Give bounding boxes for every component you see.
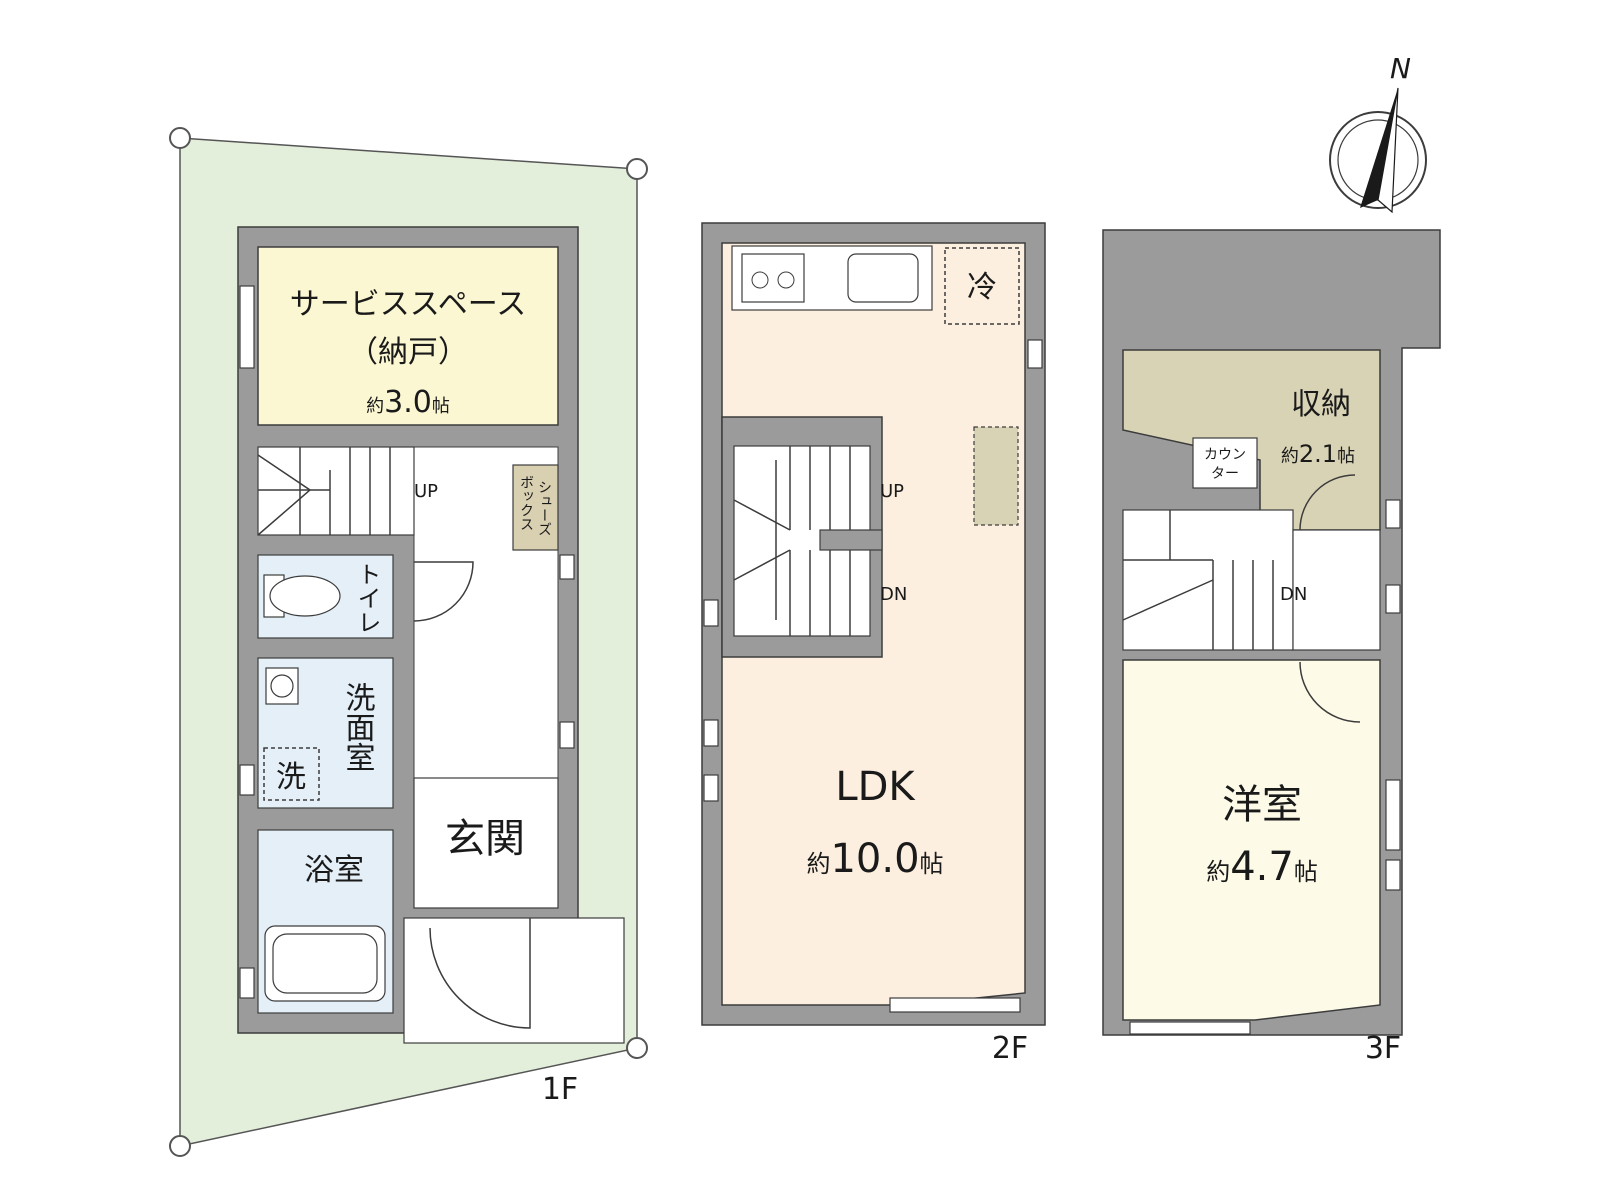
window xyxy=(239,764,255,796)
hall-3f xyxy=(1292,529,1381,651)
floor-label-3f: 3F xyxy=(1365,1031,1401,1066)
floor-label-1f: 1F xyxy=(542,1072,578,1107)
window xyxy=(889,997,1021,1013)
window xyxy=(1385,859,1401,891)
area-value: 3.0 xyxy=(384,385,432,420)
window xyxy=(239,967,255,999)
counter-label-line2: ター xyxy=(1211,466,1239,482)
area-value: 4.7 xyxy=(1230,844,1294,890)
ldk-name: LDK xyxy=(835,764,916,810)
window xyxy=(1385,584,1401,614)
boundary-marker xyxy=(169,1135,191,1157)
window xyxy=(703,599,719,627)
shoe-box xyxy=(512,464,559,551)
bathtub-inner xyxy=(272,933,378,994)
washer-space xyxy=(263,747,320,801)
stair-landing-2f xyxy=(819,529,883,551)
shoe-box-label-col2: ボックス xyxy=(518,475,534,531)
cabinet-space xyxy=(973,426,1019,526)
entrance-label: 玄関 xyxy=(445,816,525,862)
service-space-room xyxy=(257,246,559,426)
stair-up-label-2f: UP xyxy=(880,481,904,502)
area-prefix: 約 xyxy=(366,396,384,417)
area-unit: 帖 xyxy=(920,850,944,878)
floor-label-2f: 2F xyxy=(992,1031,1028,1066)
stair-1f xyxy=(257,446,415,536)
compass-north-label: N xyxy=(1390,52,1411,85)
service-space-sub: （納戸） xyxy=(348,335,468,370)
fridge-space xyxy=(944,247,1020,325)
stair-down-label-3f: DN xyxy=(1280,584,1307,605)
western-room-area: 約4.7帖 xyxy=(1206,844,1318,890)
area-value: 10.0 xyxy=(830,836,919,882)
area-unit: 帖 xyxy=(1294,858,1318,886)
area-value: 2.1 xyxy=(1299,440,1337,468)
washer-label: 洗 xyxy=(276,760,306,795)
window xyxy=(703,719,719,747)
burner xyxy=(751,271,769,289)
entrance-door-swing xyxy=(429,918,531,1029)
area-prefix: 約 xyxy=(1281,446,1299,467)
toilet-bowl xyxy=(269,575,341,617)
area-unit: 帖 xyxy=(1337,446,1355,467)
wash-basin-bowl xyxy=(270,674,294,698)
service-space-area: 約3.0帖 xyxy=(366,385,450,420)
storage-area: 約2.1帖 xyxy=(1281,440,1355,468)
boundary-marker xyxy=(169,127,191,149)
entrance-porch xyxy=(403,917,625,1044)
western-room xyxy=(1122,659,1381,1021)
floor-2f xyxy=(701,222,1046,1026)
western-room-name: 洋室 xyxy=(1222,782,1302,828)
stair-treads-3f xyxy=(1122,510,1274,650)
compass: N xyxy=(1329,52,1427,214)
window xyxy=(703,774,719,802)
compass-needle-south xyxy=(1377,87,1399,214)
floor-3f xyxy=(1102,229,1441,1036)
service-space-name: サービススペース xyxy=(290,287,526,322)
stair-treads-2f xyxy=(733,446,851,636)
toilet-label: トイレ xyxy=(353,562,381,634)
boundary-marker xyxy=(626,1037,648,1059)
boundary-marker xyxy=(626,158,648,180)
storage-name: 収納 xyxy=(1291,387,1351,422)
fridge-label: 冷 xyxy=(967,270,997,305)
ldk-area: 約10.0帖 xyxy=(806,836,943,882)
floor-1f xyxy=(237,226,625,1044)
bathroom-label: 浴室 xyxy=(304,853,364,888)
burner xyxy=(777,271,795,289)
area-prefix: 約 xyxy=(1206,858,1230,886)
stair-down-label-2f: DN xyxy=(880,584,907,605)
washroom-label: 洗面室 xyxy=(340,682,375,772)
stove xyxy=(741,253,805,303)
western-door-swing xyxy=(1299,661,1361,723)
toilet-door-swing xyxy=(413,561,474,622)
window xyxy=(1027,339,1043,369)
window xyxy=(1385,779,1401,851)
storage-door-swing xyxy=(1299,474,1356,531)
area-unit: 帖 xyxy=(432,396,450,417)
stair-3f xyxy=(1122,509,1294,651)
stair-treads-1f xyxy=(257,447,391,536)
compass-needle-north xyxy=(1360,88,1398,208)
window xyxy=(559,554,575,580)
entrance-room xyxy=(413,777,559,909)
window xyxy=(1385,499,1401,529)
window xyxy=(1129,1021,1251,1035)
sink xyxy=(847,253,919,303)
window xyxy=(559,721,575,749)
window xyxy=(239,285,255,369)
counter-label-line1: カウン xyxy=(1204,447,1246,463)
area-prefix: 約 xyxy=(806,850,830,878)
shoe-box-label-col1: シューズ xyxy=(536,480,552,536)
stair-up-label-1f: UP xyxy=(414,481,438,502)
counter xyxy=(1192,437,1258,489)
